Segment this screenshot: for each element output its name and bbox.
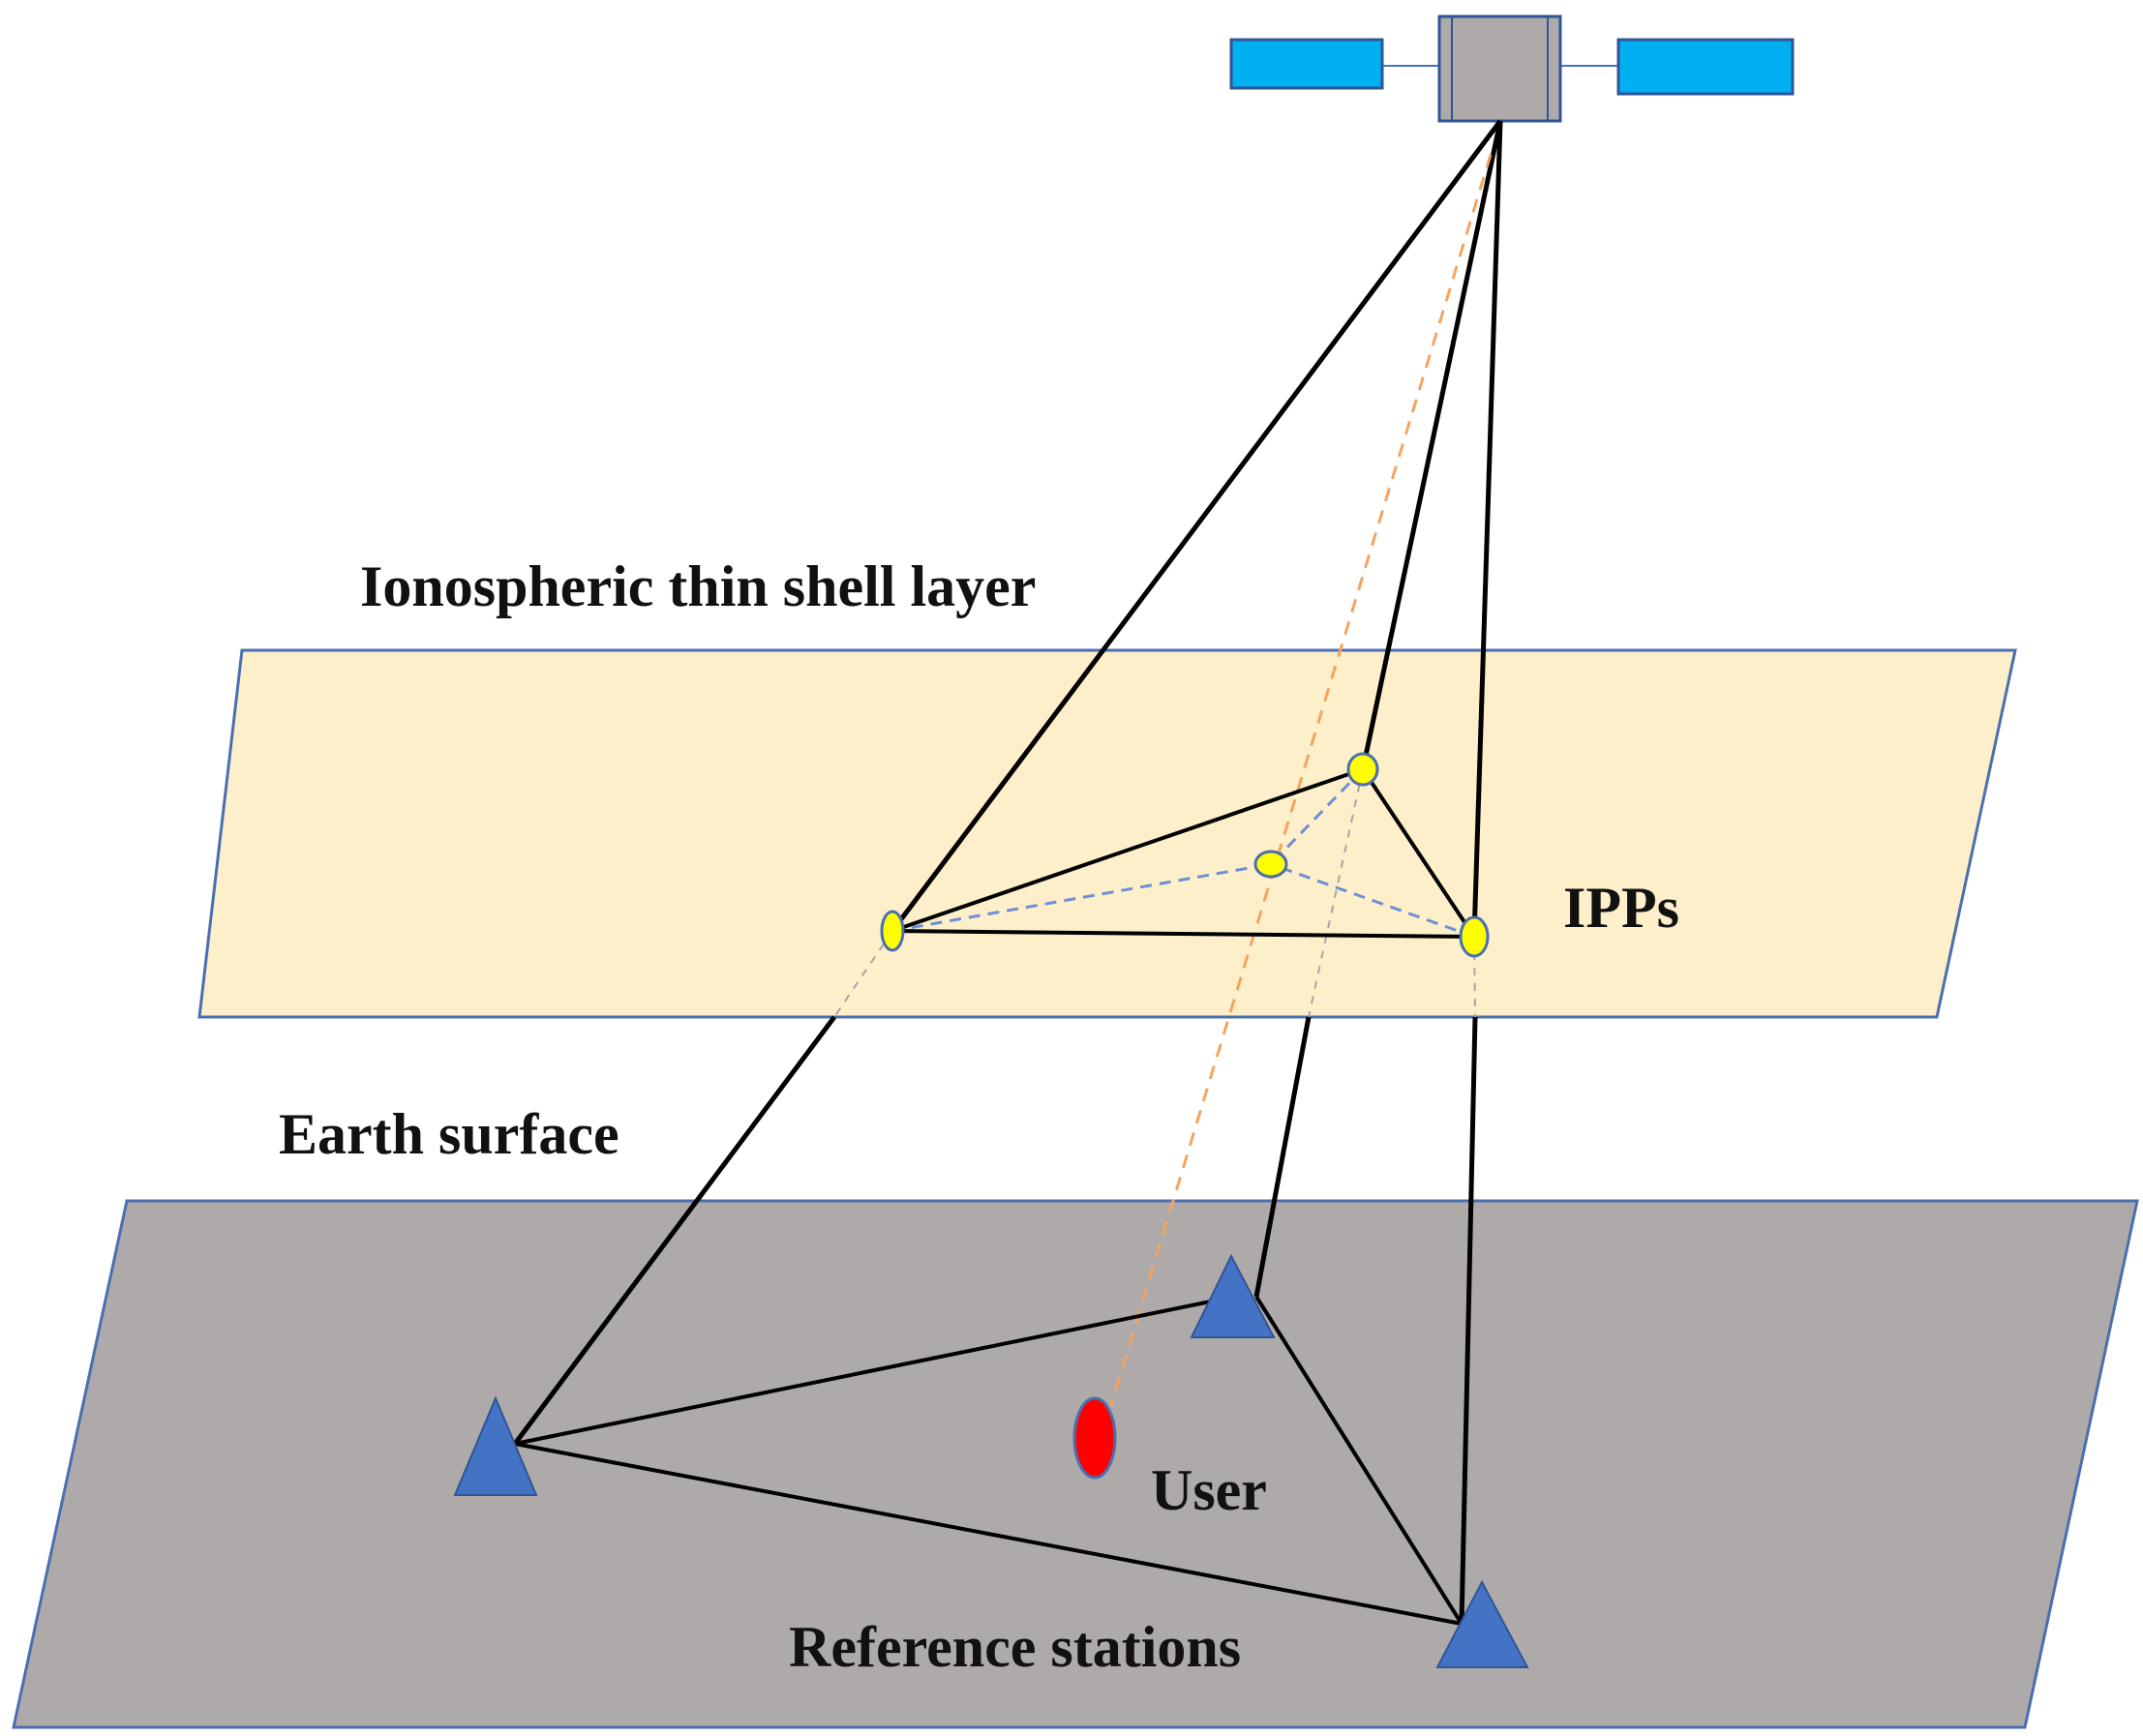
user-marker	[1072, 1396, 1117, 1480]
ipp-markers	[880, 752, 1490, 958]
reference-stations-label: Reference stations	[789, 1615, 1241, 1679]
ipp-edge-left-top	[891, 767, 1364, 933]
earth-surface-label: Earth surface	[279, 1102, 619, 1166]
ipp-triangle	[891, 767, 1476, 939]
ipp-right	[1459, 915, 1490, 958]
solar-panel-left	[1229, 38, 1384, 90]
ipp-left	[880, 910, 905, 952]
signal-path-to-station-right	[1459, 1016, 1478, 1625]
reference-station-left	[453, 1395, 538, 1496]
reference-stations	[453, 1253, 1529, 1668]
interp-line-top	[1269, 767, 1365, 866]
signal-path-to-ipp-top	[1360, 120, 1503, 770]
signal-path-to-ipp-right	[1471, 120, 1503, 938]
satellite-body	[1437, 15, 1562, 123]
satellite	[1229, 15, 1795, 123]
solar-panel-right	[1616, 38, 1795, 96]
reference-station-right	[1435, 1579, 1529, 1668]
ipp-edge-top-right	[1361, 767, 1476, 939]
signal-paths-upper	[890, 119, 1503, 938]
ipp-user	[1253, 850, 1288, 879]
user-signal-path	[1109, 154, 1493, 1406]
signal-path-to-station-left	[512, 1015, 837, 1446]
station-edge-middle-right	[1254, 1295, 1464, 1626]
signal-paths-lower	[512, 1015, 1478, 1625]
user-label: User	[1151, 1458, 1267, 1522]
station-triangle	[514, 1295, 1464, 1626]
extension-line-left	[833, 930, 893, 1018]
ipp-top	[1346, 752, 1379, 787]
reference-station-middle	[1190, 1253, 1276, 1338]
ionosphere-plane	[197, 648, 2017, 1019]
extension-line-middle	[1308, 768, 1364, 1018]
extension-line-right	[1473, 936, 1476, 1018]
interp-line-right	[1270, 862, 1475, 939]
interp-line-left	[891, 862, 1272, 933]
ionosphere-label: Ionospheric thin shell layer	[360, 554, 1036, 618]
ipps-label: IPPs	[1563, 876, 1679, 940]
station-edge-left-right	[514, 1442, 1463, 1626]
earth-surface-plane	[12, 1199, 2139, 1729]
ipp-edge-left-right	[891, 929, 1475, 939]
station-edge-left-middle	[514, 1295, 1235, 1446]
extension-lines	[833, 768, 1476, 1018]
signal-path-to-ipp-left	[890, 119, 1502, 933]
interpolation-lines	[891, 767, 1475, 939]
signal-path-to-station-middle	[1253, 1016, 1312, 1298]
